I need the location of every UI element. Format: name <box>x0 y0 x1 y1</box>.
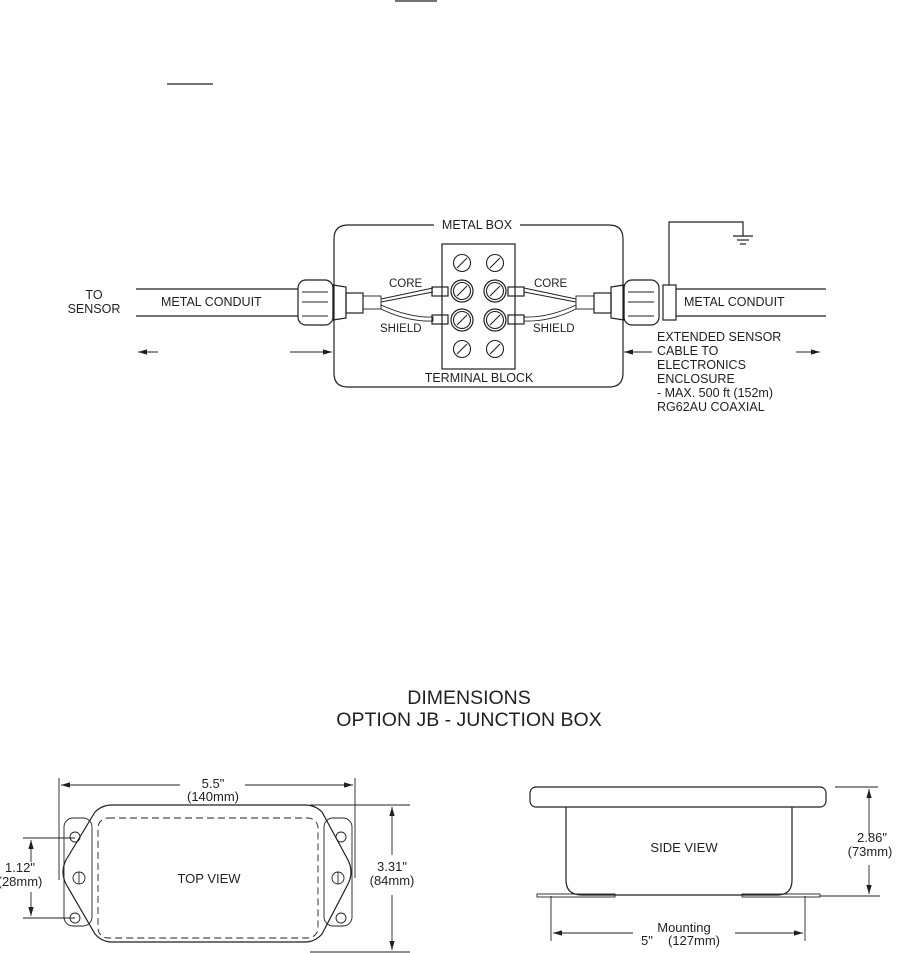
mounting-hole <box>69 831 81 843</box>
left-core-label: CORE <box>389 278 423 290</box>
note-line: ELECTRONICS <box>657 358 746 372</box>
left-conduit-fitting <box>297 279 334 326</box>
ground-wire <box>668 221 744 285</box>
right-cable-jacket <box>593 292 612 314</box>
left-mounting-ear <box>63 817 93 927</box>
left-shield-label: SHIELD <box>380 323 422 335</box>
screw-slot <box>456 257 468 269</box>
top-view-label: TOP VIEW <box>177 871 241 886</box>
ground-icon <box>733 235 753 245</box>
wiring-diagram: TO SENSOR METAL CONDUIT CORE SHIELD META… <box>68 218 826 414</box>
side-height-mm: (73mm) <box>848 844 893 859</box>
right-shield-label: SHIELD <box>533 323 575 335</box>
side-view-drawing: SIDE VIEW 2.86" (73mm) Mounting 5" (127m… <box>529 786 893 948</box>
left-core-lug <box>431 286 449 297</box>
screw-slot <box>489 285 501 297</box>
metal-box-label: METAL BOX <box>442 218 513 232</box>
top-view-body <box>62 804 352 943</box>
right-core-wire <box>523 287 577 303</box>
right-mounting-flange <box>741 893 821 898</box>
mounting-label: Mounting <box>657 920 710 935</box>
right-shield-lug <box>507 314 525 325</box>
dimensions-title: DIMENSIONS <box>407 687 531 709</box>
top-view-lid-outline <box>97 817 319 939</box>
right-core-label: CORE <box>534 278 568 290</box>
ground-clamp <box>662 284 677 321</box>
note-line: ENCLOSURE <box>657 372 735 386</box>
right-shield-wire <box>523 304 577 322</box>
screw-slot <box>489 343 501 355</box>
mounting-hole <box>335 912 347 924</box>
screw-slot <box>489 314 501 326</box>
right-conduit-label: METAL CONDUIT <box>684 295 785 309</box>
terminal-block-label: TERMINAL BLOCK <box>425 371 534 385</box>
terminal-screws <box>450 253 507 359</box>
note-line: RG62AU COAXIAL <box>657 400 765 414</box>
to-sensor-label-1: TO <box>85 288 102 302</box>
right-conduit-fitting <box>623 279 660 326</box>
screw-slot <box>456 285 468 297</box>
dimensions-subtitle: OPTION JB - JUNCTION BOX <box>336 709 601 731</box>
right-gland-nut <box>610 284 625 321</box>
left-conduit-label: METAL CONDUIT <box>161 295 262 309</box>
metal-box <box>333 224 624 388</box>
height-mm: (84mm) <box>370 873 415 888</box>
left-cable-shield-braid <box>362 295 382 310</box>
height-inches: 3.31" <box>377 859 407 874</box>
top-view-drawing: TOP VIEW 5.5" (140mm) 3.31" (84mm) 1.12"… <box>0 776 415 953</box>
left-core-wire <box>380 287 434 303</box>
right-core-lug <box>507 286 525 297</box>
note-line: EXTENDED SENSOR <box>657 330 781 344</box>
terminal-block <box>441 243 516 370</box>
note-line: CABLE TO <box>657 344 719 358</box>
screw-slot <box>456 314 468 326</box>
left-gland-nut <box>332 284 347 321</box>
right-cable-shield-braid <box>575 295 595 310</box>
side-view-lid <box>529 786 827 808</box>
side-height-inches: 2.86" <box>857 830 887 845</box>
width-mm: (140mm) <box>187 789 239 804</box>
left-shield-lug <box>431 314 449 325</box>
mounting-inches: 5" <box>641 933 653 948</box>
screw-slot <box>456 343 468 355</box>
side-view-label: SIDE VIEW <box>650 840 718 855</box>
extended-cable-note: EXTENDED SENSOR CABLE TO ELECTRONICS ENC… <box>657 330 781 414</box>
left-cable-jacket <box>345 292 364 314</box>
width-inches: 5.5" <box>202 776 225 791</box>
right-mounting-ear <box>323 817 353 927</box>
left-shield-wire <box>380 304 434 322</box>
left-mounting-flange <box>536 893 616 898</box>
screw-slot <box>489 257 501 269</box>
mounting-mm: (127mm) <box>668 933 720 948</box>
note-line: - MAX. 500 ft (152m) <box>657 386 773 400</box>
to-sensor-label-2: SENSOR <box>68 302 121 316</box>
hole-spacing-inches: 1.12" <box>5 860 35 875</box>
hole-spacing-mm: (28mm) <box>0 874 42 889</box>
